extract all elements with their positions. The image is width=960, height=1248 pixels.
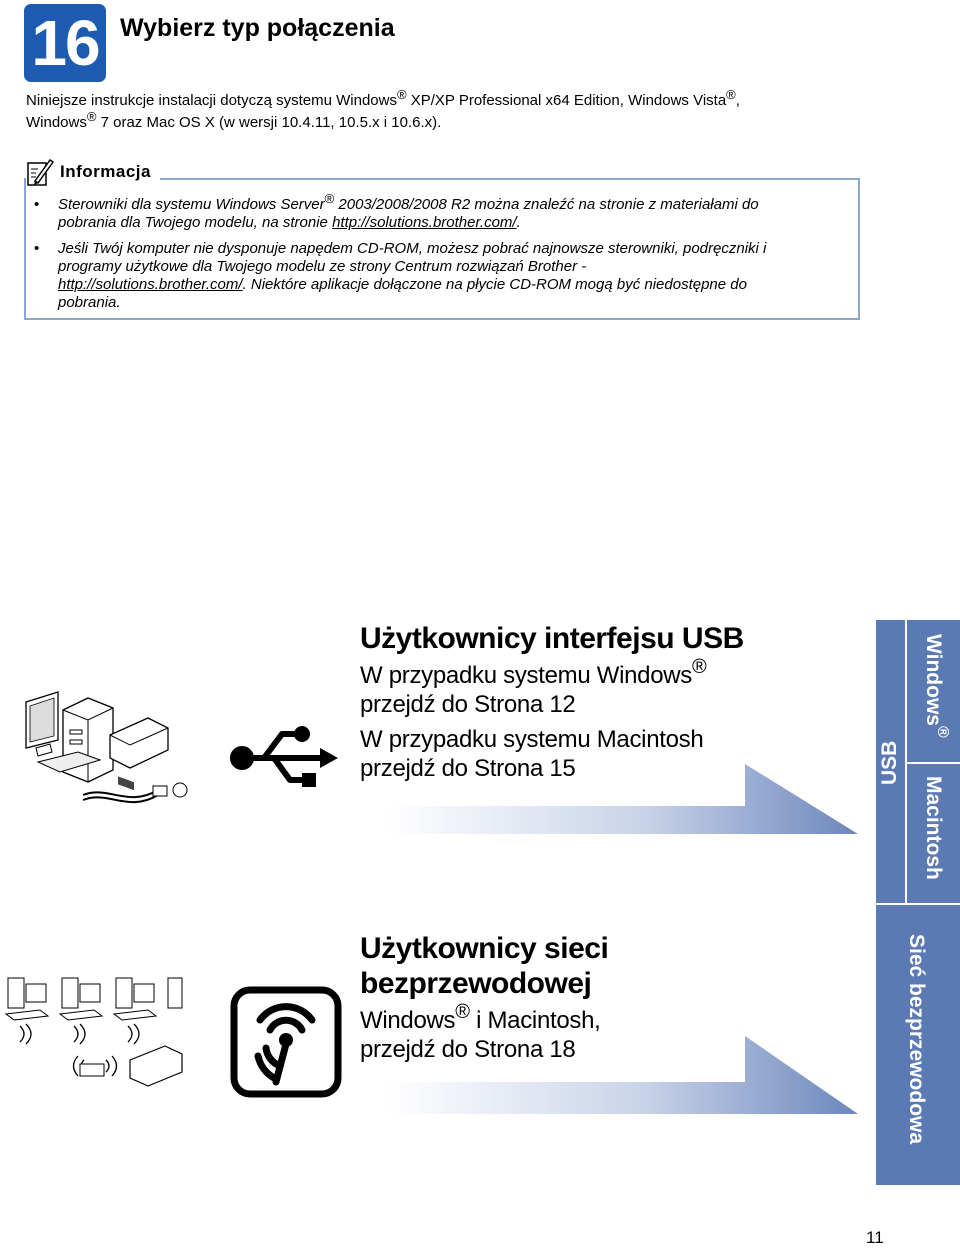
wireless-setup-illustration: [4, 977, 183, 1087]
bullet-dot: •: [34, 196, 40, 213]
info-title: Informacja: [60, 162, 151, 181]
note-pencil-icon: [27, 158, 54, 186]
sidebar-wireless-label: Sieć bezprzewodowa: [905, 934, 928, 1145]
usb-icon: [230, 726, 338, 787]
usb-arrow-band: [0, 764, 858, 834]
sidebar-macintosh-label: Macintosh: [922, 776, 945, 880]
sidebar-windows-label: Windows®: [922, 634, 951, 738]
wireless-os-line: Windows® i Macintosh,: [360, 1001, 601, 1034]
intro-paragraph: Niniejsze instrukcje instalacji dotyczą …: [26, 87, 740, 131]
wireless-page[interactable]: przejdź do Strona 18: [360, 1036, 576, 1063]
bullet-dot: •: [34, 240, 40, 257]
wireless-section-title-line1: Użytkownicy sieci: [360, 932, 609, 965]
wireless-section-title-line2: bezprzewodowej: [360, 967, 592, 1000]
tab-divider: [906, 762, 960, 764]
wireless-icon: [230, 986, 342, 1098]
tab-divider: [905, 620, 907, 903]
usb-setup-illustration: [25, 691, 188, 804]
usb-mac-line: W przypadku systemu Macintosh: [360, 726, 704, 753]
usb-windows-line: W przypadku systemu Windows®: [360, 656, 707, 689]
sidebar-tab-usb[interactable]: [876, 620, 960, 903]
wireless-arrow-band: [0, 1036, 858, 1114]
usb-section-title: Użytkownicy interfejsu USB: [360, 622, 744, 655]
solutions-link[interactable]: http://solutions.brother.com/: [332, 214, 517, 231]
step-title: Wybierz typ połączenia: [120, 14, 395, 42]
info-box-border: [160, 178, 858, 180]
page-number: 11: [866, 1228, 884, 1247]
solutions-link[interactable]: http://solutions.brother.com/: [58, 276, 243, 293]
step-number-badge: 16: [24, 4, 106, 82]
usb-mac-page[interactable]: przejdź do Strona 15: [360, 755, 576, 782]
sidebar-tab-wireless[interactable]: [876, 905, 960, 1185]
sidebar-usb-label: USB: [878, 740, 901, 785]
usb-windows-page[interactable]: przejdź do Strona 12: [360, 691, 576, 718]
info-box: [24, 178, 860, 320]
